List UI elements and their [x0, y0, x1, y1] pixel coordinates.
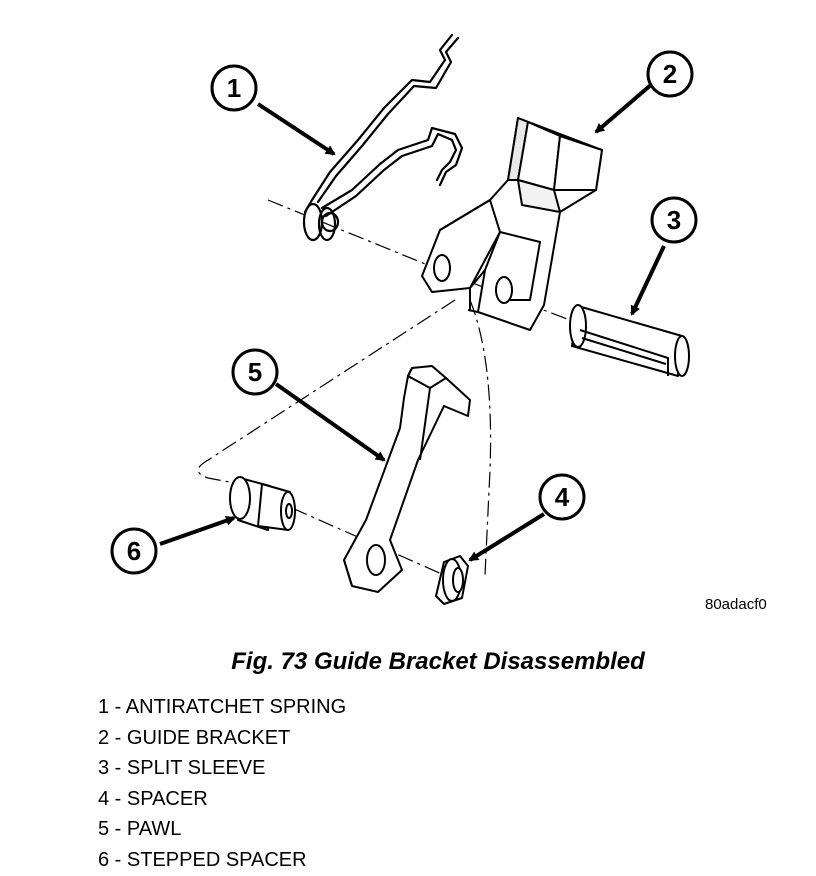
svg-text:2: 2	[663, 59, 677, 89]
legend-item: 4 - SPACER	[98, 787, 208, 810]
callout-6: 6	[110, 527, 158, 575]
stepped-spacer	[229, 476, 296, 531]
svg-text:1: 1	[227, 73, 241, 103]
svg-text:3: 3	[667, 205, 681, 235]
figure-code: 80adacf0	[705, 596, 767, 613]
callout-2: 2	[646, 50, 694, 98]
legend-item: 6 - STEPPED SPACER	[98, 848, 307, 871]
parts-legend: 1 - ANTIRATCHET SPRING 2 - GUIDE BRACKET…	[98, 692, 346, 876]
legend-item: 5 - PAWL	[98, 818, 182, 841]
svg-text:5: 5	[248, 357, 262, 387]
callout-3: 3	[650, 196, 698, 244]
callout-leaders	[159, 82, 666, 562]
svg-text:4: 4	[555, 482, 570, 512]
callout-5: 5	[231, 348, 279, 396]
svg-text:6: 6	[127, 536, 141, 566]
guide-bracket	[421, 117, 603, 331]
figure-caption: Fig. 73 Guide Bracket Disassembled	[231, 648, 645, 675]
exploded-parts-diagram: 1 2 3 4 5 6	[110, 33, 698, 605]
callout-1: 1	[210, 64, 258, 112]
spacer	[435, 555, 469, 605]
split-sleeve	[569, 304, 690, 377]
legend-item: 2 - GUIDE BRACKET	[98, 726, 291, 749]
pawl	[343, 365, 471, 593]
legend-item: 1 - ANTIRATCHET SPRING	[98, 696, 347, 718]
antiratchet-spring	[302, 33, 464, 242]
callout-4: 4	[538, 473, 586, 521]
legend-item: 3 - SPLIT SLEEVE	[98, 757, 266, 780]
